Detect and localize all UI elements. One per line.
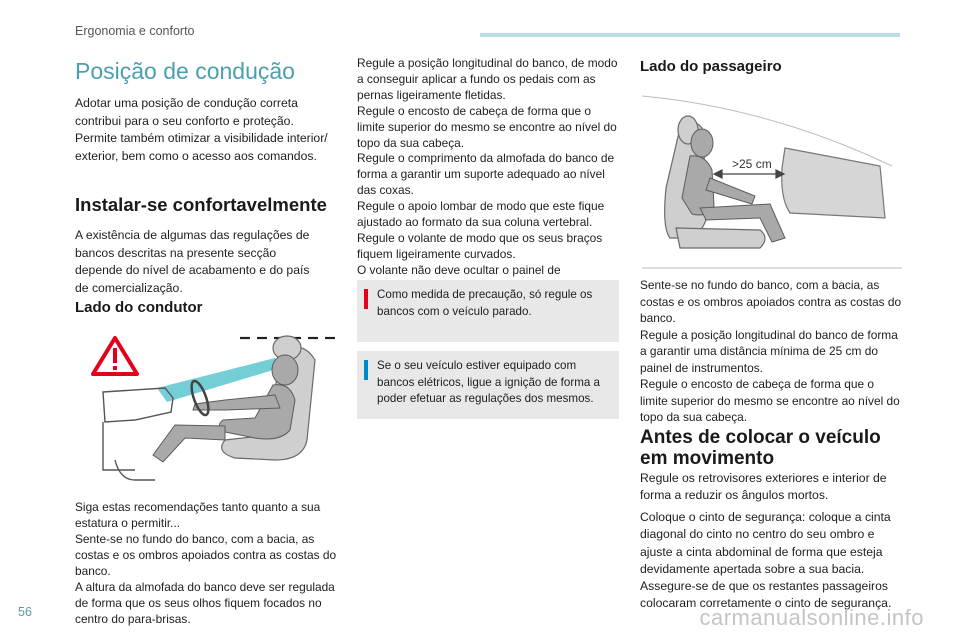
warning-box: Como medida de precaução, só regule os b… bbox=[357, 280, 619, 342]
watermark: carmanualsonline.info bbox=[699, 605, 924, 630]
page-number: 56 bbox=[18, 605, 32, 619]
roof-line bbox=[641, 95, 893, 167]
middle-text: Regule a posição longitudinal do banco, … bbox=[357, 56, 618, 293]
passenger-illustration: >25 cm bbox=[641, 95, 902, 269]
install-text: A existência de algumas das regulações d… bbox=[75, 228, 310, 295]
info-text: Se o seu veículo estiver equipado com ba… bbox=[377, 359, 600, 405]
driver-figure bbox=[152, 354, 299, 463]
exclamation-icon bbox=[364, 289, 368, 309]
info-box: Se o seu veículo estiver equipado com ba… bbox=[357, 351, 619, 419]
passenger-text: Sente-se no fundo do banco, com a bacia,… bbox=[640, 278, 902, 424]
info-icon bbox=[364, 360, 368, 380]
warning-text: Como medida de precaução, só regule os b… bbox=[377, 288, 593, 318]
dashboard-shape bbox=[781, 147, 886, 219]
distance-arrow bbox=[712, 169, 786, 179]
before-heading: Antes de colocar o veículo em movimento bbox=[640, 427, 881, 469]
header-bar bbox=[480, 33, 900, 37]
before-text-2: Coloque o cinto de segurança: coloque a … bbox=[640, 510, 892, 611]
install-heading: Instalar-se confortavelmente bbox=[75, 194, 327, 215]
page-title: Posição de condução bbox=[75, 58, 295, 84]
driver-illustration bbox=[91, 335, 335, 481]
driver-text: Siga estas recomendações tanto quanto a … bbox=[75, 500, 337, 626]
intro-text: Adotar uma posição de condução correta c… bbox=[75, 96, 328, 163]
header-section: Ergonomia e conforto bbox=[75, 24, 195, 38]
passenger-heading: Lado do passageiro bbox=[640, 58, 782, 75]
warning-triangle-icon bbox=[91, 336, 139, 376]
driver-heading: Lado do condutor bbox=[75, 299, 203, 316]
passenger-figure bbox=[681, 128, 786, 243]
before-text-1: Regule os retrovisores exteriores e inte… bbox=[640, 471, 887, 502]
dashboard-shape bbox=[102, 387, 174, 481]
distance-label: >25 cm bbox=[732, 157, 772, 171]
sightline-beam bbox=[157, 358, 280, 402]
steering-wheel bbox=[190, 379, 210, 417]
